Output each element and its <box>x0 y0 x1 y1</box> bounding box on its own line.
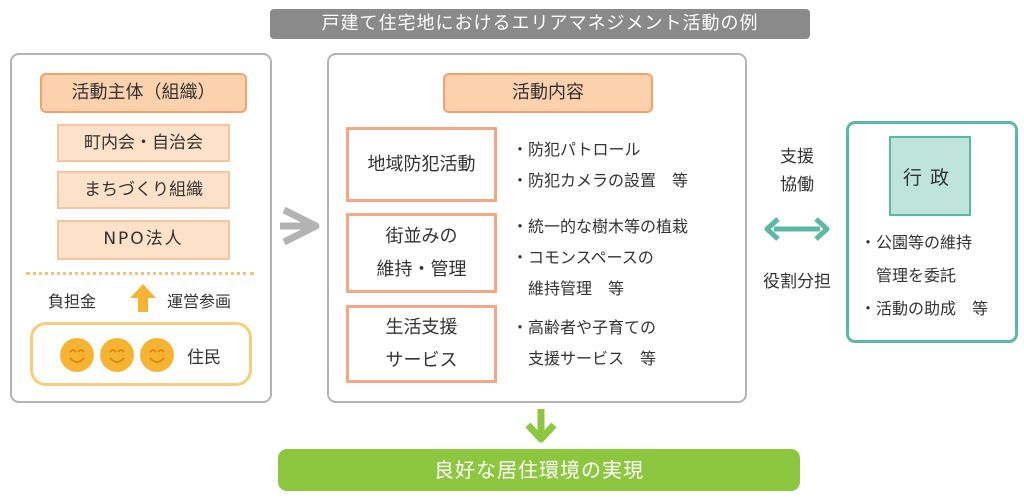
detail-line: 管理を委託 <box>860 266 957 285</box>
detail-line: ・統一的な樹木等の植栽 <box>512 217 689 236</box>
detail-line: ・公園等の維持 <box>860 233 973 252</box>
arrow-up-icon <box>128 282 158 314</box>
activity-details-crime-prevention: ・防犯パトロール ・防犯カメラの設置 等 <box>512 134 688 196</box>
result-banner: 良好な居住環境の実現 <box>278 449 800 491</box>
double-arrow-icon <box>762 214 832 244</box>
activity-life-support: 生活支援 サービス <box>346 305 497 383</box>
activity-details-streetscape: ・統一的な樹木等の植栽 ・コモンスペースの 維持管理 等 <box>512 211 688 304</box>
activity-crime-prevention: 地域防犯活動 <box>346 127 497 202</box>
government-details: ・公園等の維持 管理を委託 ・活動の助成 等 <box>860 226 988 325</box>
smiley-icon <box>60 338 94 372</box>
detail-line: ・防犯パトロール <box>512 140 641 159</box>
org-item-npo: NPO法人 <box>57 220 230 260</box>
separator-dotted <box>26 272 254 275</box>
detail-line: ・活動の助成 等 <box>860 299 989 318</box>
org-item-town-planning: まちづくり組織 <box>57 171 230 209</box>
activity-details-life-support: ・高齢者や子育ての 支援サービス 等 <box>512 312 656 374</box>
activity-name: 生活支援 サービス <box>385 317 458 371</box>
detail-line: ・防犯カメラの設置 等 <box>512 171 689 190</box>
diagram-title: 戸建て住宅地におけるエリアマネジメント活動の例 <box>270 9 810 39</box>
smiley-icon <box>100 338 134 372</box>
detail-line: ・コモンスペースの <box>512 248 654 267</box>
support-collaboration-label: 支援 協働 <box>780 147 814 195</box>
activity-streetscape: 街並みの 維持・管理 <box>346 213 497 293</box>
detail-line: ・高齢者や子育ての <box>512 318 657 337</box>
activity-name: 街並みの 維持・管理 <box>376 226 467 280</box>
organization-header: 活動主体（組織） <box>40 73 247 113</box>
arrow-down-icon <box>524 407 558 445</box>
residents-label: 住民 <box>187 348 221 368</box>
activities-header: 活動内容 <box>443 73 653 113</box>
activity-name: 地域防犯活動 <box>367 154 476 175</box>
detail-line: 維持管理 等 <box>512 279 625 298</box>
participation-label: 運営参画 <box>167 292 232 311</box>
arrow-right-icon <box>278 206 322 246</box>
org-item-neighborhood-association: 町内会・自治会 <box>57 124 230 162</box>
government-title: 行政 <box>889 136 971 216</box>
contribution-label: 負担金 <box>48 292 97 311</box>
detail-line: 支援サービス 等 <box>512 349 657 368</box>
government-title-text: 行政 <box>902 166 957 189</box>
smiley-icon <box>140 338 174 372</box>
role-sharing-label: 役割分担 <box>763 272 831 292</box>
